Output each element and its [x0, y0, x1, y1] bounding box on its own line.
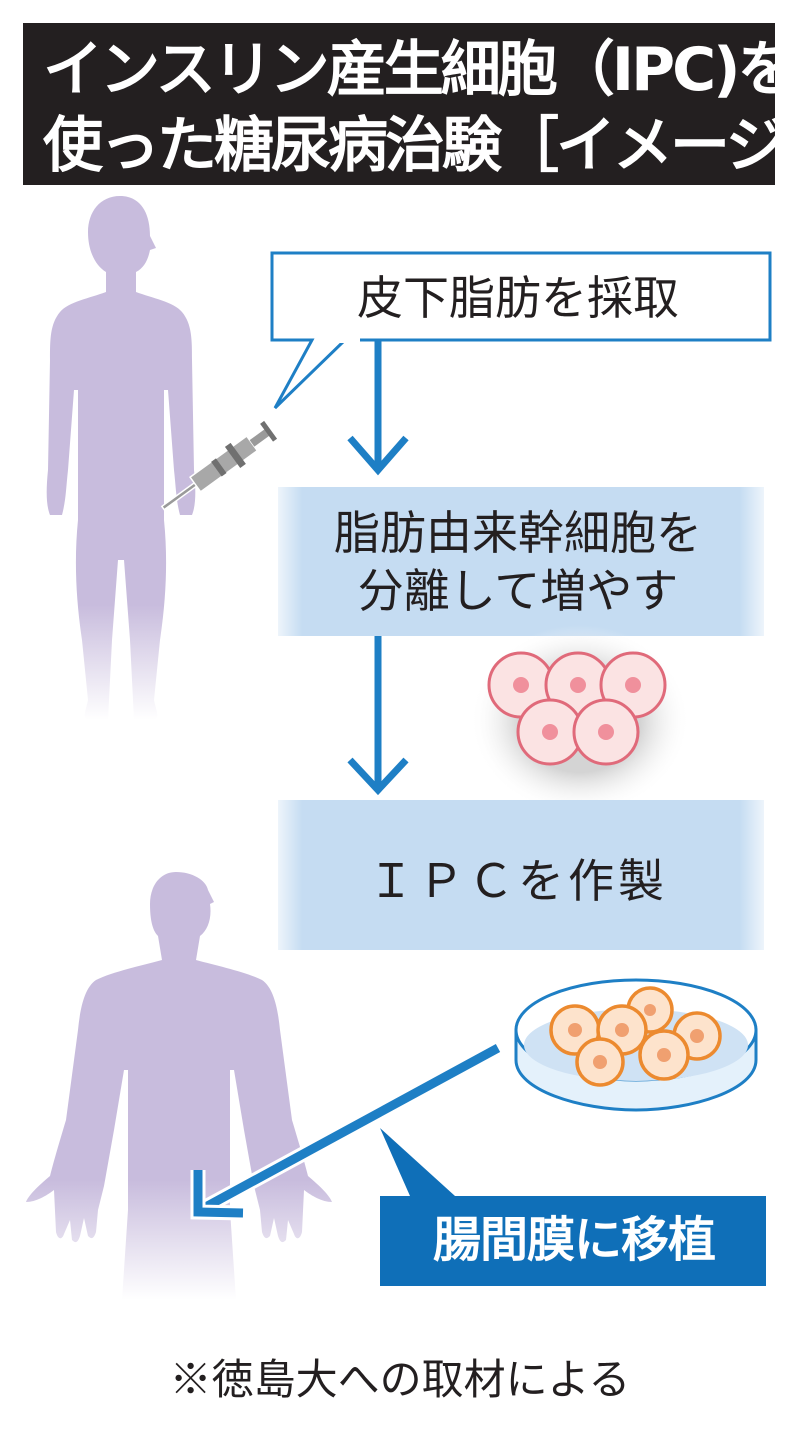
upper-human-figure	[46, 196, 196, 720]
harvest-callout	[270, 251, 772, 410]
step-harvest-fat-label: 皮下脂肪を採取	[357, 271, 679, 325]
step-isolate-stem-cells-label: 脂肪由来幹細胞を 分離して増やす	[270, 504, 766, 620]
lower-human-figure	[26, 872, 332, 1300]
syringe-icon	[160, 420, 278, 511]
title-banner: インスリン産生細胞（IPC)を 使った糖尿病治験［イメージ]	[23, 23, 800, 185]
flow-arrow-1	[347, 340, 409, 476]
step-produce-ipc-label: ＩＰＣを作製	[368, 854, 668, 908]
petri-dish-icon	[514, 978, 758, 1112]
produce-step-box	[278, 800, 764, 950]
title-line-2: 使った糖尿病治験［イメージ]	[43, 111, 800, 181]
isolate-step-box	[278, 487, 764, 636]
transplant-arrow	[190, 1040, 506, 1221]
step-isolate-line-2: 分離して増やす	[357, 564, 679, 618]
stem-cell-cluster-icon	[470, 625, 690, 815]
source-note: ※徳島大への取材による	[169, 1355, 631, 1404]
step-isolate-line-1: 脂肪由来幹細胞を	[334, 506, 702, 560]
title-line-1: インスリン産生細胞（IPC)を	[43, 35, 798, 105]
flow-arrow-2	[347, 636, 409, 796]
step-transplant-label: 腸間膜に移植	[432, 1212, 716, 1268]
transplant-callout	[380, 1128, 766, 1286]
